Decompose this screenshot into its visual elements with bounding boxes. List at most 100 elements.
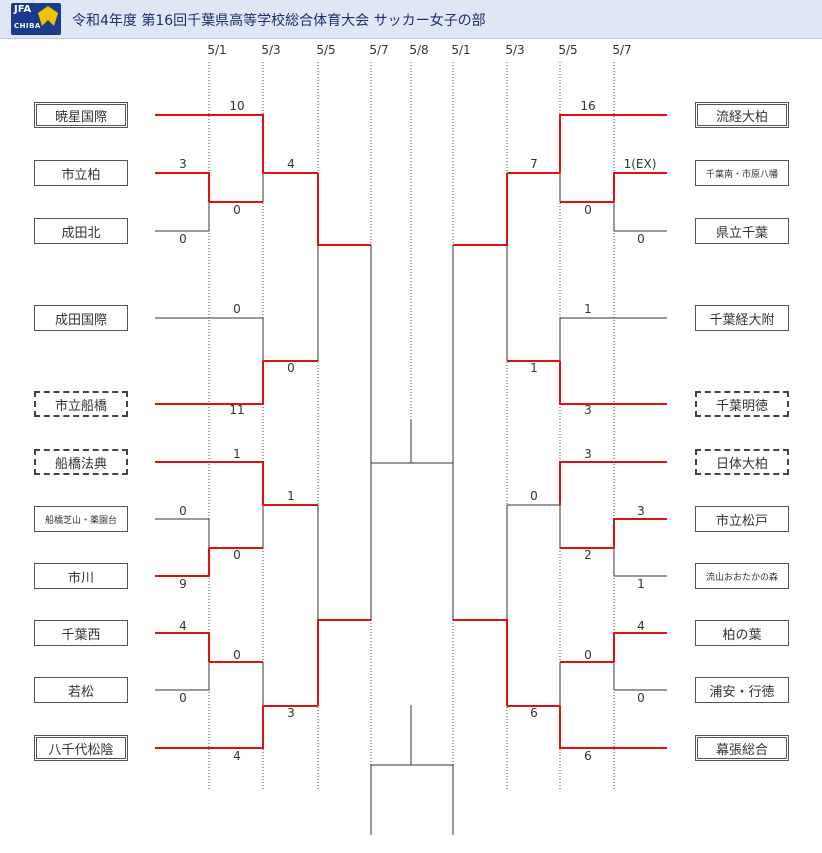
left-r1-chibanishi-win — [155, 632, 210, 662]
date-label-right-2: 5/5 — [558, 43, 577, 57]
score-l-r1a-bot: 0 — [179, 232, 187, 246]
score-r-r2c-top: 3 — [584, 447, 592, 461]
team-right-6: 日体大柏 — [695, 449, 789, 475]
left-r3-b-win — [317, 619, 371, 706]
date-label-right-4: 5/1 — [451, 43, 470, 57]
score-l-r1b-top: 0 — [179, 504, 187, 518]
left-r1-wakamatsu-lose — [155, 662, 210, 691]
right-r2-chibameitoku-win — [559, 361, 667, 405]
team-left-8: 市川 — [34, 563, 128, 589]
team-right-5: 千葉明徳 — [695, 391, 789, 417]
score-r-r2b-bot: 3 — [584, 403, 592, 417]
score-l-r1b-bot: 9 — [179, 577, 187, 591]
score-l-r3b-top: 1 — [287, 489, 295, 503]
left-r1-funabashishibayama-lose — [155, 518, 210, 548]
header-bar: JFA CHIBA 令和4年度 第16回千葉県高等学校総合体育大会 サッカー女子… — [0, 0, 822, 39]
team-left-5: 市立船橋 — [34, 391, 128, 417]
score-l-r2c-bot: 0 — [233, 548, 241, 562]
score-r-r2b-top: 1 — [584, 302, 592, 316]
date-label-right-3: 5/3 — [505, 43, 524, 57]
team-left-2: 市立柏 — [34, 160, 128, 186]
date-label-left-4: 5/7 — [369, 43, 388, 57]
right-r1-kashiwanoha-win — [613, 632, 667, 662]
score-r-r2c-bot: 2 — [584, 548, 592, 562]
date-label-right-1: 5/7 — [612, 43, 631, 57]
left-r1-ichikawa-win — [155, 548, 210, 577]
score-l-r1c-bot: 0 — [179, 691, 187, 705]
right-r2-nittaidai-win — [559, 461, 667, 505]
score-l-r3b-bot: 3 — [287, 706, 295, 720]
score-r-r3b-top: 0 — [530, 489, 538, 503]
team-right-10: 浦安・行徳 — [695, 677, 789, 703]
score-l-r2d-bot: 4 — [233, 749, 241, 763]
right-r1-urayasu-lose — [613, 662, 667, 691]
page-title: 令和4年度 第16回千葉県高等学校総合体育大会 サッカー女子の部 — [72, 13, 486, 29]
team-right-2: 千葉南・市原八幡 — [695, 160, 789, 186]
team-right-11: 幕張総合 — [695, 735, 789, 761]
score-r-r3a-bot: 1 — [530, 361, 538, 375]
left-r2-funabashihoten-win — [155, 461, 264, 505]
team-left-3: 成田北 — [34, 218, 128, 244]
team-right-4: 千葉経大附 — [695, 305, 789, 331]
date-label-left-3: 5/5 — [316, 43, 335, 57]
date-label-left-2: 5/3 — [261, 43, 280, 57]
right-r3-a-win — [453, 173, 508, 246]
left-r2-gyosei-win — [155, 114, 264, 173]
team-left-4: 成田国際 — [34, 305, 128, 331]
right-r2-makuhari-win — [559, 706, 667, 749]
jfa-chiba-logo: JFA CHIBA — [11, 3, 61, 35]
team-right-9: 柏の葉 — [695, 620, 789, 646]
score-l-r2c-top: 1 — [233, 447, 241, 461]
score-r-r2d-bot: 6 — [584, 749, 592, 763]
score-r-r2d-top: 0 — [584, 648, 592, 662]
score-r-r2a-bot: 0 — [584, 203, 592, 217]
team-right-3: 県立千葉 — [695, 218, 789, 244]
score-l-r3a-top: 4 — [287, 157, 295, 171]
right-r2-chibakeidai-lose — [559, 317, 667, 361]
right-r1-shiritsumatsudo-win — [613, 518, 667, 548]
score-r-r3b-bot: 6 — [530, 706, 538, 720]
left-r1-naritakita-lose — [155, 202, 210, 232]
left-r3-a-win — [317, 173, 371, 246]
score-l-r2b-top: 0 — [233, 302, 241, 316]
score-l-r1a-top: 3 — [179, 157, 187, 171]
team-right-1: 流経大柏 — [695, 102, 789, 128]
score-r-r1b-bot: 1 — [637, 577, 645, 591]
right-r1-chibaminami-win — [613, 172, 667, 202]
score-r-r1a-top: 1(EX) — [624, 157, 657, 171]
team-right-7: 市立松戸 — [695, 506, 789, 532]
date-label-left-1: 5/1 — [207, 43, 226, 57]
left-r2-yachiyoshoin-win — [155, 706, 264, 749]
score-l-r1c-top: 4 — [179, 619, 187, 633]
right-r3-b-win — [453, 619, 508, 706]
score-r-r1c-top: 4 — [637, 619, 645, 633]
score-l-r3a-bot: 0 — [287, 361, 295, 375]
left-r2-naritakokusai-lose — [155, 317, 264, 361]
score-r-r2a-top: 16 — [580, 99, 595, 113]
right-r2-ryukeikashiwa-win — [559, 114, 667, 173]
score-r-r3a-top: 7 — [530, 157, 538, 171]
logo-text-chiba: CHIBA — [14, 22, 41, 30]
score-r-r1b-top: 3 — [637, 504, 645, 518]
team-left-10: 若松 — [34, 677, 128, 703]
team-left-6: 船橋法典 — [34, 449, 128, 475]
right-r1-nagareyama-lose — [613, 548, 667, 577]
score-r-r1a-bot: 0 — [637, 232, 645, 246]
logo-text-jfa: JFA — [14, 4, 32, 15]
score-l-r2d-top: 0 — [233, 648, 241, 662]
left-r1-shiritsukashiwa-win — [155, 172, 210, 202]
team-left-1: 暁星国際 — [34, 102, 128, 128]
left-r2-shiritsufunabashi-win — [155, 361, 264, 405]
team-left-9: 千葉西 — [34, 620, 128, 646]
third-place-bracket — [370, 764, 454, 835]
yatagarasu-icon — [38, 6, 58, 26]
date-label-final: 5/8 — [409, 43, 428, 57]
score-l-r2b-bot: 11 — [229, 403, 244, 417]
team-left-11: 八千代松陰 — [34, 735, 128, 761]
score-r-r1c-bot: 0 — [637, 691, 645, 705]
score-l-r2a-top: 10 — [229, 99, 244, 113]
team-left-7: 船橋芝山・薬園台 — [34, 506, 128, 532]
score-l-r2a-bot: 0 — [233, 203, 241, 217]
team-right-8: 流山おおたかの森 — [695, 563, 789, 589]
